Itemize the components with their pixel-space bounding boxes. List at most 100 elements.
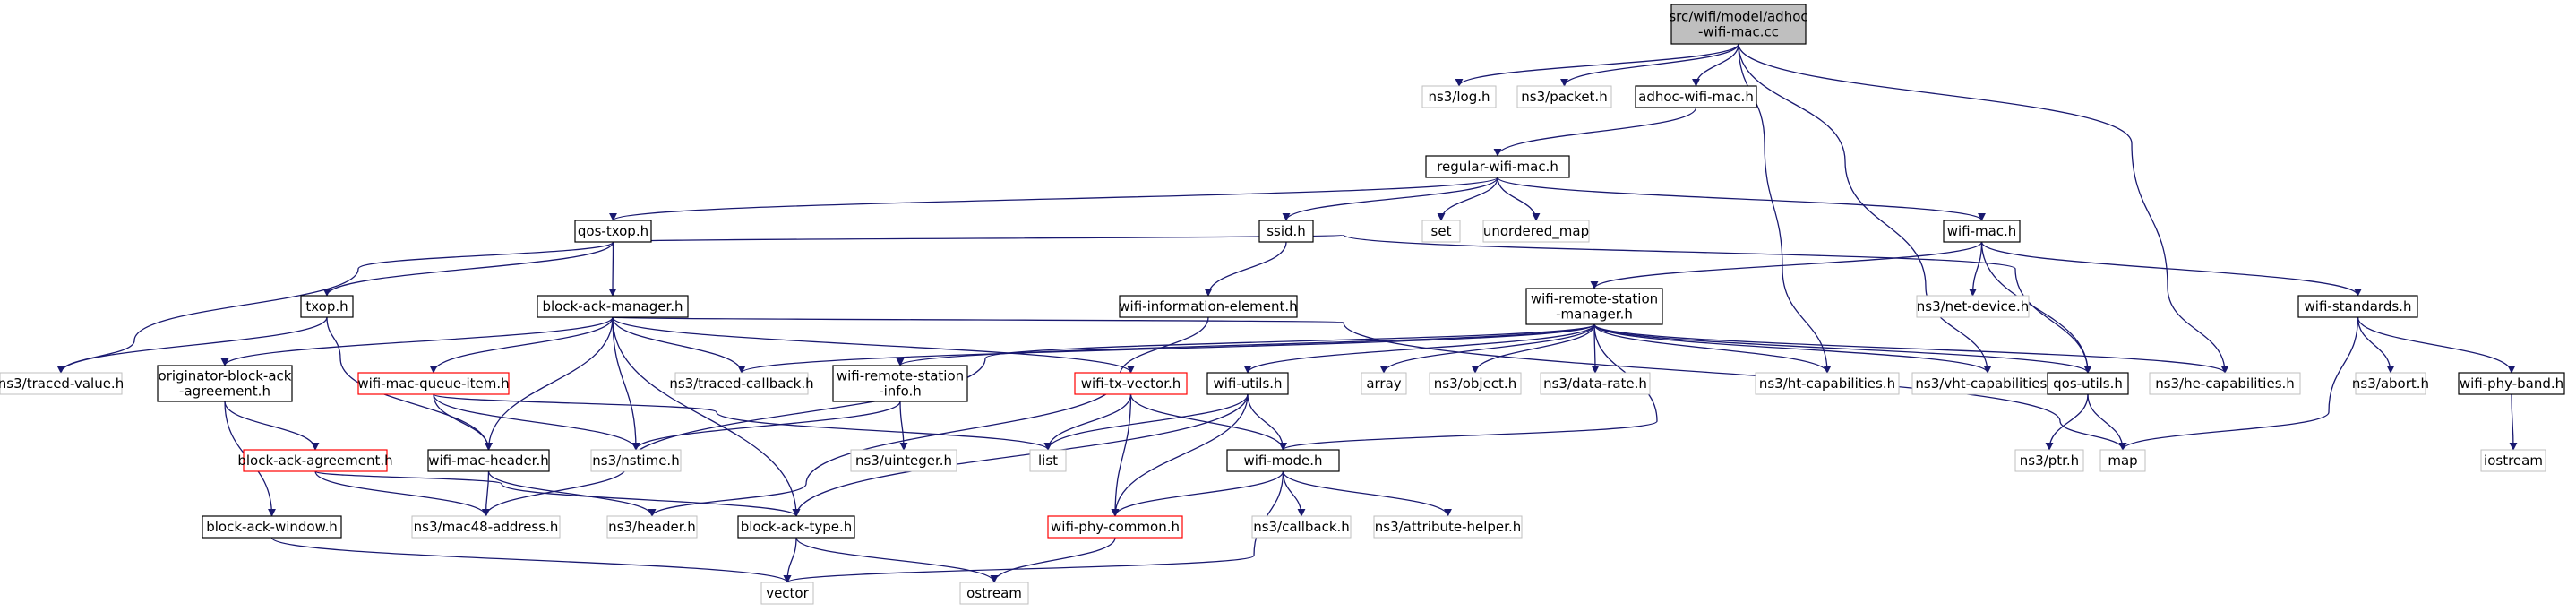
node-mac48-box (411, 515, 561, 539)
edge-baw-to-vector (270, 537, 792, 583)
node-adhoc[interactable]: adhoc-wifi-mac.h (1635, 85, 1757, 108)
node-bam-label: block-ack-manager.h (542, 298, 683, 315)
node-wie[interactable]: wifi-information-element.h (1119, 295, 1298, 318)
node-wmode[interactable]: wifi-mode.h (1226, 449, 1340, 472)
dependency-nodes: src/wifi/model/adhoc-wifi-mac.cc ns3/log.… (0, 4, 2565, 605)
node-wutils[interactable]: wifi-utils.h (1206, 372, 1289, 395)
node-wpc[interactable]: wifi-phy-common.h (1047, 515, 1183, 539)
node-baa[interactable]: block-ack-agreement.h (237, 449, 393, 472)
edge-wstd-to-wpb (2357, 316, 2516, 374)
node-oba-box (157, 365, 293, 402)
node-obj-label: ns3/object.h (1434, 375, 1516, 392)
node-baa-box (243, 449, 388, 472)
node-cb-label: ns3/callback.h (1253, 519, 1350, 535)
edge-wutils-to-wpc (1111, 393, 1249, 517)
node-root[interactable]: src/wifi/model/adhoc-wifi-mac.cc (1669, 4, 1808, 45)
node-qostxop-label: qos-txop.h (578, 223, 648, 239)
node-wtv[interactable]: wifi-tx-vector.h (1074, 372, 1188, 395)
node-ptr-box (2014, 449, 2084, 472)
edge-qostxop-to-qosu (612, 234, 2092, 374)
node-ios-box (2480, 449, 2546, 472)
node-qosu[interactable]: qos-utils.h (2047, 372, 2129, 395)
node-wrsm[interactable]: wifi-remote-station-manager.h (1525, 288, 1663, 325)
node-mac48-label: ns3/mac48-address.h (414, 519, 559, 535)
edge-root-to-vhtc (1738, 43, 1992, 374)
node-cb: ns3/callback.h (1251, 515, 1352, 539)
node-wrsi-label: wifi-remote-station (837, 368, 964, 384)
node-regular[interactable]: regular-wifi-mac.h (1425, 155, 1570, 178)
node-wmqi[interactable]: wifi-mac-queue-item.h (357, 372, 510, 395)
edge-wrsm-to-qosu (1593, 323, 2092, 374)
edge-wifimac-to-netdev (1969, 241, 1983, 297)
edge-wrsm-to-wmode (1279, 323, 1658, 451)
edge-wstd-to-abort (2357, 316, 2395, 374)
edge-wpc-to-ostream (990, 537, 1116, 583)
node-log-label: ns3/log.h (1428, 89, 1490, 105)
node-array-label: array (1366, 375, 1401, 392)
edge-wmh-to-header (487, 470, 657, 517)
node-list: list (1029, 449, 1067, 472)
node-txop[interactable]: txop.h (300, 295, 354, 318)
node-hec: ns3/he-capabilities.h (2149, 372, 2301, 395)
node-ios-label: iostream (2484, 453, 2543, 469)
node-wpb[interactable]: wifi-phy-band.h (2458, 372, 2565, 395)
node-wstd[interactable]: wifi-standards.h (2297, 295, 2418, 318)
node-qosu-label: qos-utils.h (2053, 375, 2123, 392)
edge-txop-to-tv (56, 316, 328, 374)
node-umap: unordered_map (1482, 220, 1590, 243)
node-wrsi-box (832, 365, 968, 402)
node-wpb-box (2458, 372, 2565, 395)
node-htc-box (1755, 372, 1900, 395)
node-set: set (1421, 220, 1461, 243)
node-vhtc-box (1911, 372, 2064, 395)
node-wstd-box (2297, 295, 2418, 318)
node-wifimac[interactable]: wifi-mac.h (1943, 220, 2021, 243)
edge-baa-to-batype (314, 470, 801, 517)
edge-wmode-to-vector (783, 470, 1284, 583)
node-wmqi-box (357, 372, 510, 395)
node-baw-label: block-ack-window.h (206, 519, 338, 535)
edge-bam-to-wmh (485, 316, 614, 451)
node-wpb-label: wifi-phy-band.h (2460, 375, 2563, 392)
edge-qostxop-to-tv (56, 241, 614, 374)
node-wmh[interactable]: wifi-mac-header.h (427, 449, 550, 472)
node-array-box (1361, 372, 1407, 395)
node-header: ns3/header.h (606, 515, 698, 539)
node-wifimac-label: wifi-mac.h (1947, 223, 2017, 239)
edge-wstd-to-map (2118, 316, 2359, 451)
node-ostream-label: ostream (966, 585, 1022, 601)
edge-wrsm-to-array (1379, 323, 1595, 374)
node-qostxop[interactable]: qos-txop.h (574, 220, 652, 243)
node-umap-box (1482, 220, 1590, 243)
node-ssid[interactable]: ssid.h (1258, 220, 1314, 243)
node-baw[interactable]: block-ack-window.h (202, 515, 342, 539)
node-wrsm-label: -manager.h (1556, 306, 1633, 323)
edge-regular-to-umap (1497, 177, 1541, 221)
edge-wie-to-header (648, 316, 1209, 517)
node-wrsi[interactable]: wifi-remote-station-info.h (832, 365, 968, 402)
node-baa-label: block-ack-agreement.h (237, 453, 392, 469)
node-ah-label: ns3/attribute-helper.h (1375, 519, 1521, 535)
node-bam[interactable]: block-ack-manager.h (537, 295, 689, 318)
edge-root-to-hec (1738, 43, 2229, 374)
node-tc-box (674, 372, 809, 395)
node-nstime: ns3/nstime.h (590, 449, 682, 472)
node-packet-label: ns3/packet.h (1521, 89, 1607, 105)
edge-wrsm-to-tc (737, 323, 1595, 374)
node-wie-box (1119, 295, 1298, 318)
node-wpc-box (1047, 515, 1183, 539)
node-abort-label: ns3/abort.h (2352, 375, 2429, 392)
node-batype[interactable]: block-ack-type.h (737, 515, 855, 539)
node-list-label: list (1038, 453, 1058, 469)
edge-wrsm-to-wrsi (896, 323, 1595, 366)
node-ptr-label: ns3/ptr.h (2020, 453, 2079, 469)
node-oba[interactable]: originator-block-ack-agreement.h (157, 365, 293, 402)
node-umap-label: unordered_map (1483, 223, 1589, 240)
node-oba-label: originator-block-ack (159, 368, 292, 384)
node-map-label: map (2108, 453, 2137, 469)
node-batype-box (737, 515, 855, 539)
node-ios: iostream (2480, 449, 2546, 472)
node-obj: ns3/object.h (1429, 372, 1522, 395)
edge-wtv-to-wpc (1111, 393, 1132, 517)
node-ptr: ns3/ptr.h (2014, 449, 2084, 472)
